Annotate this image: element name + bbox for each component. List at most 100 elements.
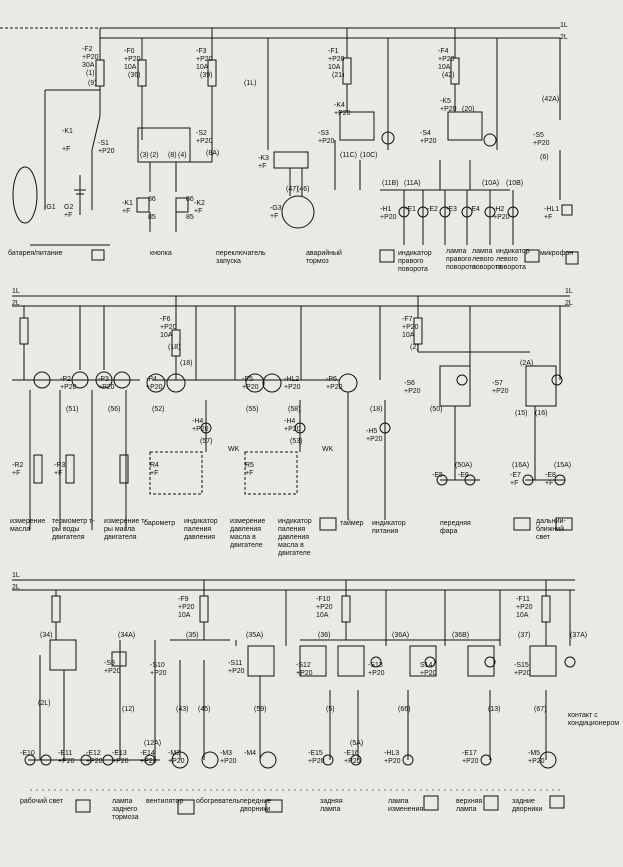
rail-label: 2L xyxy=(12,584,20,591)
component-label: +P20 xyxy=(380,214,397,221)
component-label: -E5 xyxy=(432,472,443,479)
wire-label: (15) xyxy=(515,410,528,417)
caption-label: дальний-ближний свет xyxy=(536,518,566,541)
wire-label: (37A) xyxy=(570,632,588,639)
switch-label: +P20 xyxy=(368,670,385,677)
fuse-bus-label: +P20 xyxy=(402,324,419,331)
component-label: +P20 xyxy=(192,426,209,433)
wire-label: (35) xyxy=(186,632,199,639)
wire-label: (21) xyxy=(332,72,345,79)
wire-label: (47) xyxy=(286,186,299,193)
component-label: -P4 xyxy=(146,376,157,383)
component-label: +P20 xyxy=(60,384,77,391)
component-label: -E8 xyxy=(545,472,556,479)
load-label: -E16 xyxy=(344,750,359,757)
wire-label: (51) xyxy=(66,406,79,413)
wire-label: (13) xyxy=(488,706,501,713)
component-label: -S2 xyxy=(196,130,207,137)
load-label: +P20 xyxy=(86,758,103,765)
switch-label: -S10 xyxy=(150,662,165,669)
wire-label: (18) xyxy=(370,406,383,413)
component-label: +P20 xyxy=(334,110,351,117)
wire-label: (12A) xyxy=(144,740,162,747)
fuse-rating-label: 10A xyxy=(160,332,173,339)
wire-label: (36B) xyxy=(452,632,470,639)
load-label: +P20 xyxy=(344,758,361,765)
wire-label: (36) xyxy=(318,632,331,639)
caption-label: термометр т-ры воды двигателя xyxy=(52,518,95,541)
component-label: -G1 xyxy=(44,204,56,211)
load-label: -E14 xyxy=(140,750,155,757)
caption-label: рабочий свет xyxy=(20,798,63,805)
load-label: -M3 xyxy=(220,750,233,757)
wire-label: (5A) xyxy=(350,740,364,747)
rail-label: 1L xyxy=(12,572,20,579)
wire-label: (35A) xyxy=(246,632,264,639)
switch-label: +P20 xyxy=(420,670,437,677)
component-label: +P20 xyxy=(440,106,457,113)
caption-label: индикатор левого поворота xyxy=(496,248,530,271)
wire-label: (9) xyxy=(88,80,97,87)
component-label: +P20 xyxy=(242,384,259,391)
component-label: +F xyxy=(62,146,71,153)
rail-label: 1L xyxy=(565,288,573,295)
component-label: +P20 xyxy=(366,436,383,443)
switch-label: +P20 xyxy=(514,670,531,677)
component-label: -S6 xyxy=(404,380,415,387)
load-label: +P20 xyxy=(384,758,401,765)
fuse-label: -F4 xyxy=(438,48,449,55)
fuse-label: -F0 xyxy=(124,48,135,55)
wire-label: (1L) xyxy=(244,80,257,87)
wire-label: (8A) xyxy=(206,150,220,157)
wire-label: (56) xyxy=(108,406,121,413)
fuse-rating-label: 10A xyxy=(402,332,415,339)
wire-label: (50A) xyxy=(455,462,473,469)
fuse-label: -F10 xyxy=(316,596,331,603)
switch-label: -S11 xyxy=(228,660,243,667)
wire-label: (53) xyxy=(290,438,303,445)
component-label: +P20 xyxy=(404,388,421,395)
caption-label: индикатор паления давления xyxy=(184,518,218,541)
rail-label: 2L xyxy=(565,300,573,307)
component-label: -K1 xyxy=(62,128,73,135)
switch-label: -S12 xyxy=(296,662,311,669)
wire-label: (18) xyxy=(180,360,193,367)
wire-label: (36A) xyxy=(392,632,410,639)
fuse-bus-label: +P20 xyxy=(178,604,195,611)
component-label: +F xyxy=(245,470,254,477)
wire-label: (5) xyxy=(326,706,335,713)
wire-label: 85 xyxy=(186,214,194,221)
component-label: -K3 xyxy=(258,155,269,162)
load-label: +P20 xyxy=(112,758,129,765)
component-label: -E4 xyxy=(469,206,480,213)
wire-label: (43) xyxy=(176,706,189,713)
caption-label: задние дворники xyxy=(512,798,543,813)
caption-label: измерение масла xyxy=(10,518,46,533)
component-label: -HL1 xyxy=(544,206,560,213)
wire-label: (12) xyxy=(122,706,135,713)
caption-label: индикатор питания xyxy=(372,520,406,535)
caption-label: измерение т-ры масла двигателя xyxy=(104,518,147,541)
fuse-bus-label: +P20 xyxy=(516,604,533,611)
component-label: +P20 xyxy=(196,138,213,145)
wire-label: (57) xyxy=(200,438,213,445)
fuse-label: -F11 xyxy=(516,596,530,603)
component-label: +F xyxy=(122,208,131,215)
wire-label: (45) xyxy=(198,706,211,713)
wire-label: (11B) xyxy=(382,180,399,187)
component-label: -K1 xyxy=(122,200,133,207)
component-label: -P5 xyxy=(242,376,253,383)
load-label: -E13 xyxy=(112,750,127,757)
caption-label: индикатор паления давления масла в двига… xyxy=(278,518,312,557)
rail-label: 1L xyxy=(560,22,568,29)
component-label: +P20 xyxy=(98,148,115,155)
load-label: -M4 xyxy=(244,750,257,757)
caption-label: таймер xyxy=(340,520,364,527)
caption-label: передняя фара xyxy=(440,520,471,535)
wire-label: (11A) xyxy=(404,180,421,187)
load-label: -HL3 xyxy=(384,750,400,757)
caption-label: лампа заднего тормоза xyxy=(112,798,139,821)
caption-label: аварийный тормоз xyxy=(306,250,342,265)
component-label: -S1 xyxy=(98,140,109,147)
